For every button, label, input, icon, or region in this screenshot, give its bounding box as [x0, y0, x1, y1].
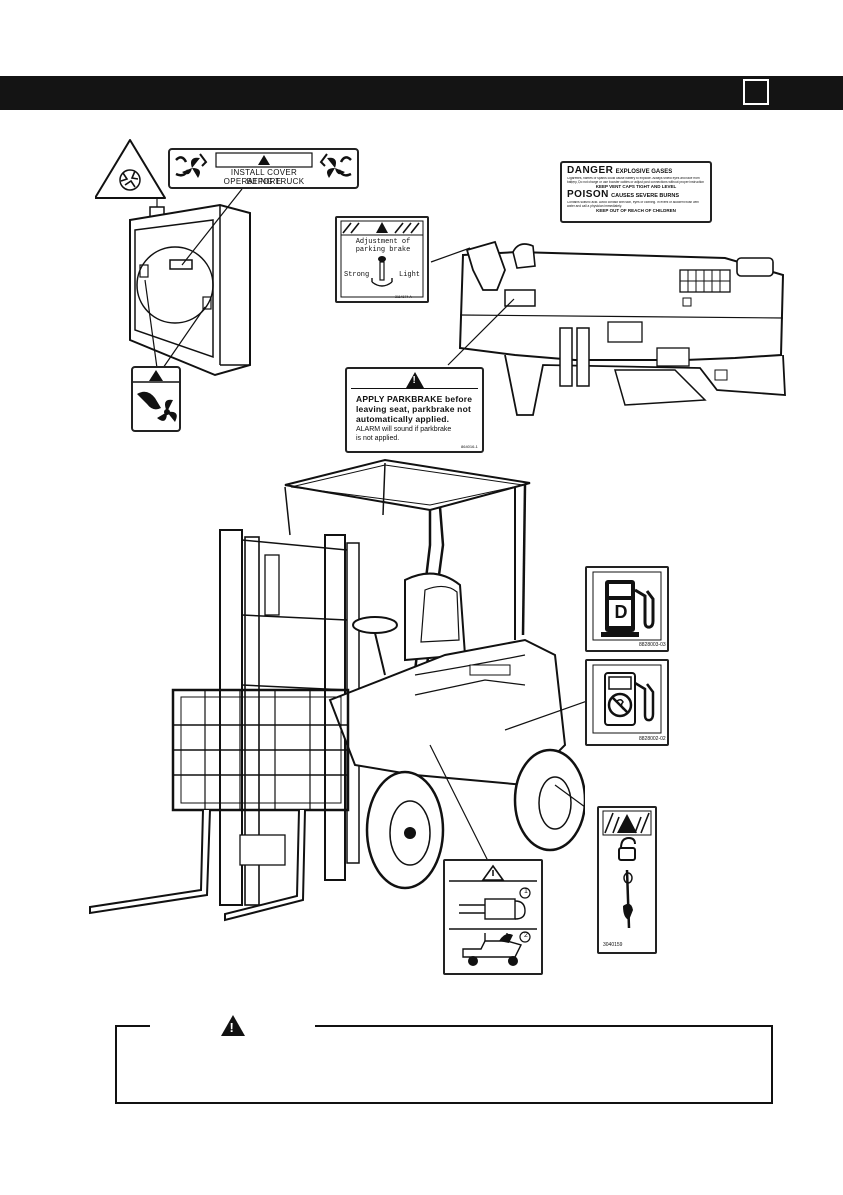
fan-left-icon — [175, 153, 208, 178]
fuel-pump-icon — [592, 571, 662, 641]
brake-adjust-code: 3114174-A — [395, 295, 412, 299]
lock-label: 3040159 — [597, 806, 657, 954]
install-cover-label: INSTALL COVER BEFORE OPERATING TRUCK — [168, 148, 359, 189]
brake-adjust-line1: Adjustment of — [355, 238, 411, 246]
parkbrake-code: 864016-1 — [461, 444, 478, 449]
diesel-fuel-label: D 8828003-03 — [585, 566, 669, 652]
open-lock-icon — [618, 836, 636, 861]
diesel-letter: D — [614, 602, 628, 622]
seat-step-1: 1 — [524, 888, 528, 895]
lever-icon — [623, 869, 633, 929]
brake-light: Light — [399, 271, 421, 279]
brake-knob-icon — [371, 256, 393, 287]
parkbrake-line5: is not applied. — [356, 435, 400, 442]
parkbrake-line3: automatically applied. — [356, 414, 450, 424]
forklift-illustration — [89, 458, 585, 922]
poison-subheading: CAUSES SEVERE BURNS — [611, 193, 679, 199]
seat-step-2: 2 — [524, 932, 528, 939]
danger-subheading: EXPLOSIVE GASES — [615, 169, 673, 175]
no-fuel-code: 8828002-02 — [639, 736, 666, 742]
leader-parkbrake — [447, 298, 515, 366]
radiator-illustration — [95, 139, 251, 377]
warning-icon — [220, 1014, 245, 1036]
no-fuel-label: 8828002-02 — [585, 659, 669, 746]
install-cover-line2: OPERATING TRUCK — [223, 177, 305, 186]
poison-body: Contains sulfuric acid. Avoid contact wi… — [567, 201, 699, 208]
forklift-top-icon — [459, 898, 526, 920]
dashboard-illustration — [430, 240, 786, 416]
parking-brake-adjust-label: Adjustment of parking brake Strong Light… — [335, 216, 429, 303]
parkbrake-warning-icon — [405, 372, 424, 388]
parkbrake-line4: ALARM will sound if parkbrake — [356, 426, 452, 433]
danger-heading: DANGER — [567, 165, 614, 176]
poison-heading: POISON — [567, 189, 609, 200]
danger-body: Cigarettes, flames or sparks could cause… — [567, 177, 705, 184]
warning-box-heading — [150, 1012, 315, 1038]
fan-warning-sticker — [131, 366, 181, 432]
leader-cover — [181, 188, 243, 266]
install-cover-line1: INSTALL COVER BEFORE — [230, 168, 298, 186]
danger-keep-vent: KEEP VENT CAPS TIGHT AND LEVEL — [595, 184, 677, 189]
seat-instruction-label: 1 2 — [443, 859, 543, 975]
apply-parkbrake-label: APPLY PARKBRAKE before leaving seat, par… — [345, 367, 484, 453]
lock-code: 3040159 — [603, 942, 623, 948]
header-bar — [0, 76, 843, 110]
fan-hand-icon — [133, 370, 179, 422]
header-box — [743, 79, 769, 105]
parkbrake-line2: leaving seat, parkbrake not — [356, 404, 471, 414]
brake-adjust-line2: parking brake — [355, 246, 411, 254]
diesel-code: 8828003-03 — [639, 642, 666, 648]
brake-strong: Strong — [344, 271, 370, 279]
danger-keep-children: KEEP OUT OF REACH OF CHILDREN — [596, 208, 676, 213]
battery-danger-label: DANGER EXPLOSIVE GASES Cigarettes, flame… — [560, 161, 712, 223]
warning-box — [115, 1025, 773, 1104]
operator-seat-icon — [462, 933, 523, 966]
no-fuel-icon — [592, 664, 662, 734]
parkbrake-line1: APPLY PARKBRAKE before — [356, 394, 473, 404]
fan-right-icon — [319, 153, 352, 178]
